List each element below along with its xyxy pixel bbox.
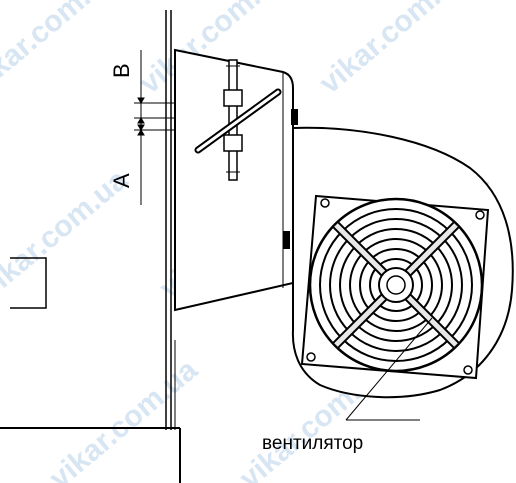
adjustment-screw	[194, 59, 282, 181]
grille-ring	[369, 258, 423, 312]
boiler-wall	[0, 10, 181, 483]
mounting-screw	[475, 210, 485, 220]
callout-leader	[345, 317, 433, 421]
fan-hub-center	[386, 275, 406, 295]
mounting-screw	[463, 365, 473, 375]
mounting-screw	[306, 352, 316, 362]
watermark-text: vikar.com.ua	[0, 0, 124, 100]
dimension-b-label: B	[109, 63, 134, 78]
mounting-screw	[320, 198, 330, 208]
screw-nut	[223, 89, 243, 107]
housing-clip	[291, 109, 298, 125]
grille-ring	[329, 218, 463, 352]
dim-arrow	[137, 129, 145, 136]
fan-label: вентилятор	[262, 433, 363, 454]
fan-grille	[308, 197, 484, 373]
dim-arrow	[137, 124, 145, 131]
watermark-text: vikar.com.ua	[313, 0, 474, 100]
dim-arrow	[137, 117, 145, 124]
fan-callout	[345, 317, 433, 421]
adjustment-lever-fill	[196, 90, 280, 152]
screw-nut	[223, 134, 243, 152]
grille-ring	[339, 228, 453, 342]
dimension-a-label: A	[109, 173, 134, 188]
grille-ring	[359, 248, 433, 322]
housing-clip	[283, 231, 290, 249]
small-box	[10, 257, 47, 309]
grille-ring	[349, 238, 443, 332]
dim-arrow	[137, 97, 145, 104]
